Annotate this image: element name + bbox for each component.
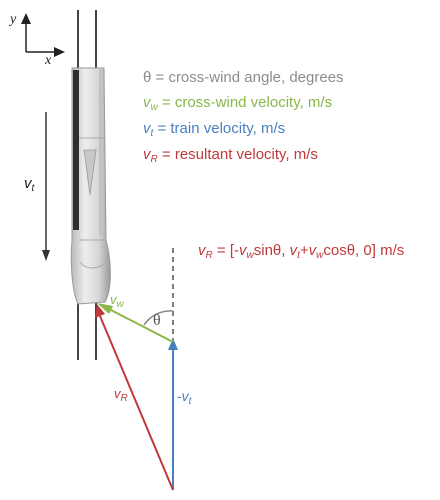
eq-part-4: cosθ, 0] m/s [323, 242, 405, 259]
train-direction-arrowhead [42, 250, 50, 261]
neg-vt-symbol: v [181, 388, 189, 404]
legend-vw-text: = cross-wind velocity, m/s [157, 94, 333, 111]
eq-part-1: = [- [212, 242, 239, 259]
eq-vw-symbol-2: v [308, 242, 317, 259]
y-axis-arrowhead [21, 13, 31, 24]
neg-vt-label: -vt [177, 388, 192, 407]
resultant-equation: vR = [-vwsinθ, vt+vwcosθ, 0] m/s [198, 242, 405, 261]
vr-vec-sub: R [120, 393, 128, 404]
vw-arrowhead [97, 303, 113, 314]
legend-vw-sub: w [150, 102, 158, 113]
legend-vr-sub: R [150, 154, 158, 165]
side-vt-sub: t [31, 183, 35, 194]
legend-vr: vR = resultant velocity, m/s [143, 146, 318, 165]
legend-theta-symbol: θ [143, 69, 152, 86]
vr-arrowhead [95, 304, 105, 318]
eq-vt-sub: t [297, 250, 300, 261]
train-body [70, 67, 111, 305]
eq-vr-symbol: v [198, 242, 206, 259]
vw-vector-label: vw [110, 292, 124, 310]
theta-label: θ [153, 312, 161, 329]
eq-vw-symbol-1: v [239, 242, 247, 259]
theta-arc [143, 310, 174, 326]
vw-vector [106, 307, 174, 343]
vr-vector-label: vR [114, 386, 128, 404]
legend-theta: θ = cross-wind angle, degrees [143, 69, 344, 86]
vw-vec-symbol: v [110, 292, 117, 307]
neg-vt-prefix: - [177, 388, 182, 404]
eq-vr-sub: R [205, 250, 213, 261]
legend-vt-text: = train velocity, m/s [153, 120, 286, 137]
legend-theta-text: = cross-wind angle, degrees [151, 69, 344, 86]
side-vt-symbol: v [24, 175, 32, 192]
legend-vw: vw = cross-wind velocity, m/s [143, 94, 333, 113]
legend-vt-symbol: v [143, 120, 151, 137]
legend-vr-text: = resultant velocity, m/s [157, 146, 318, 163]
neg-vt-sub: t [188, 396, 192, 407]
eq-vt-symbol: v [289, 242, 298, 259]
coordinate-axes [21, 13, 65, 57]
vw-vec-sub: w [116, 299, 124, 310]
eq-vw-sub-1: w [246, 250, 254, 261]
eq-vw-sub-2: w [316, 250, 324, 261]
eq-part-2: sinθ, [253, 242, 290, 259]
vr-vector [99, 315, 174, 491]
legend-vw-symbol: v [143, 94, 151, 111]
vr-vec-symbol: v [114, 386, 121, 401]
neg-vt-arrowhead [168, 338, 178, 350]
legend-vr-symbol: v [143, 146, 151, 163]
legend-vt: vt = train velocity, m/s [143, 120, 286, 139]
y-axis-label: y [10, 12, 17, 27]
x-axis-label: x [45, 53, 52, 68]
legend-vt-sub: t [150, 128, 154, 139]
train-velocity-side-label: vt [24, 175, 35, 194]
x-axis-arrowhead [54, 47, 65, 57]
eq-part-3: + [299, 242, 309, 259]
